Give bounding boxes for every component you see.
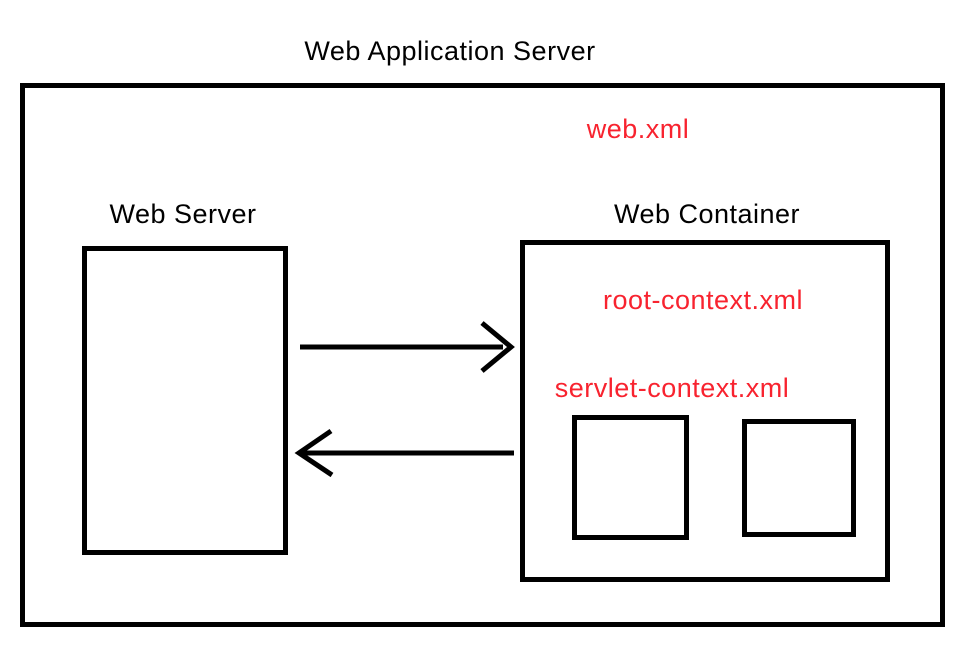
servlet-square-left [572, 415, 689, 540]
web-server-label: Web Server [109, 199, 257, 229]
web-application-server-box [20, 83, 945, 627]
diagram-title: Web Application Server [304, 36, 596, 66]
response-arrow-left-icon [294, 428, 514, 478]
request-arrow-right-icon [300, 321, 515, 373]
web-container-box: root-context.xml servlet-context.xml [520, 240, 890, 582]
servlet-square-right [742, 419, 856, 537]
web-server-box [82, 246, 288, 555]
servlet-context-label: servlet-context.xml [554, 373, 790, 403]
web-container-label: Web Container [613, 199, 801, 229]
web-xml-label: web.xml [586, 114, 690, 144]
root-context-label: root-context.xml [602, 285, 804, 315]
